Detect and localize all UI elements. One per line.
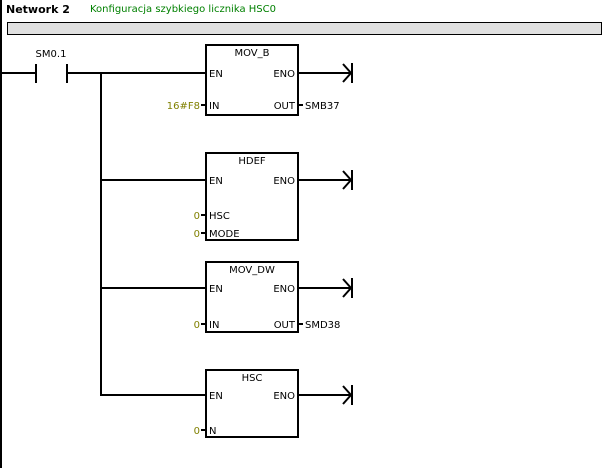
pin-in: IN bbox=[209, 320, 219, 331]
pin-eno: ENO bbox=[273, 391, 295, 402]
input-value[interactable]: 16#F8 bbox=[167, 101, 200, 112]
network-comment-bar[interactable] bbox=[7, 22, 602, 35]
box-title: HDEF bbox=[238, 156, 266, 167]
box-title: HSC bbox=[242, 373, 263, 384]
contact-address: SM0.1 bbox=[36, 49, 67, 60]
eno-arrow-icon bbox=[298, 170, 353, 190]
pin-eno: ENO bbox=[273, 176, 295, 187]
eno-arrow-icon bbox=[298, 385, 353, 405]
box-mov-dw[interactable]: MOV_DW EN ENO IN OUT bbox=[205, 261, 299, 333]
eno-arrow-icon bbox=[298, 63, 353, 83]
input-value[interactable]: 0 bbox=[194, 320, 200, 331]
input-value[interactable]: 0 bbox=[194, 211, 200, 222]
pin-out: OUT bbox=[274, 320, 296, 331]
pin-n: N bbox=[209, 426, 216, 437]
input-value[interactable]: 0 bbox=[194, 229, 200, 240]
pin-hsc: HSC bbox=[209, 211, 230, 222]
pin-out: OUT bbox=[274, 101, 296, 112]
contact-sm0-1[interactable]: SM0.1 bbox=[35, 49, 68, 83]
pin-mode: MODE bbox=[209, 229, 240, 240]
output-value[interactable]: SMD38 bbox=[305, 320, 340, 331]
pin-eno: ENO bbox=[273, 69, 295, 80]
box-mov-b[interactable]: MOV_B EN ENO IN OUT bbox=[205, 44, 299, 116]
pin-in: IN bbox=[209, 101, 219, 112]
box-hdef[interactable]: HDEF EN ENO HSC MODE bbox=[205, 152, 299, 241]
network-comment[interactable]: Konfiguracja szybkiego licznika HSC0 bbox=[90, 4, 276, 15]
box-hsc[interactable]: HSC EN ENO N bbox=[205, 369, 299, 438]
pin-en: EN bbox=[209, 284, 223, 295]
pin-en: EN bbox=[209, 391, 223, 402]
input-value[interactable]: 0 bbox=[194, 426, 200, 437]
output-value[interactable]: SMB37 bbox=[305, 101, 340, 112]
eno-arrow-icon bbox=[298, 278, 353, 298]
pin-en: EN bbox=[209, 176, 223, 187]
box-title: MOV_DW bbox=[229, 265, 275, 276]
pin-en: EN bbox=[209, 69, 223, 80]
pin-eno: ENO bbox=[273, 284, 295, 295]
box-title: MOV_B bbox=[234, 48, 269, 59]
network-title: Network 2 bbox=[6, 3, 70, 16]
